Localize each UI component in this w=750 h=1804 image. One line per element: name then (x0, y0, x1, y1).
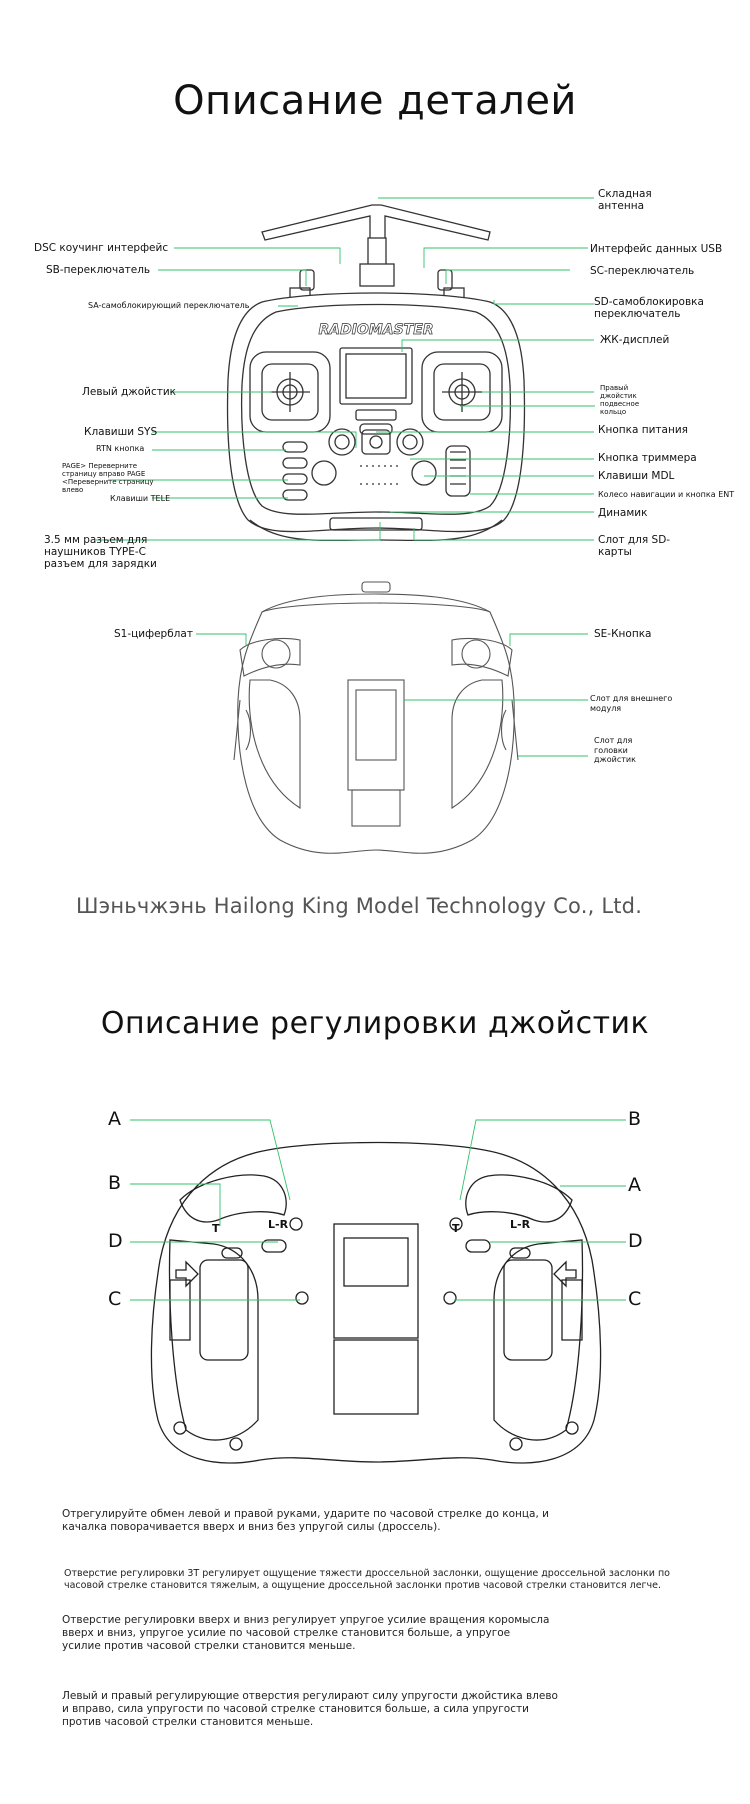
letter-a-right: A (628, 1174, 641, 1196)
label-mdl: Клавиши MDL (598, 470, 675, 482)
label-gimbal-slot: Слот для головки джойстик (594, 736, 636, 764)
label-right-stick: Правый джойстик подвесное кольцо (600, 384, 640, 416)
letter-b-left: B (108, 1172, 122, 1194)
label-power: Кнопка питания (598, 424, 688, 436)
letter-c-left: C (108, 1288, 122, 1310)
page-title: Описание деталей (173, 78, 577, 124)
label-speaker: Динамик (598, 507, 648, 519)
mark-lr-left: L-R (268, 1218, 289, 1231)
label-tele: Клавиши TELE (110, 494, 171, 503)
device-brand: RADIOMASTER (318, 322, 433, 338)
label-antenna: Складная антенна (598, 188, 652, 212)
mark-t-right: T (452, 1222, 460, 1235)
paragraph-2: Отверстие регулировки 3Т регулирует ощущ… (64, 1568, 670, 1591)
label-ext-module: Слот для внешнего модуля (590, 694, 673, 713)
letter-d-right: D (628, 1230, 643, 1252)
label-trim: Кнопка триммера (598, 452, 697, 464)
label-jack: 3.5 мм разъем для наушников TYPE-C разъе… (44, 534, 157, 570)
label-page: PAGE> Переверните страницу вправо PAGE <… (62, 462, 154, 494)
letter-b-right: B (628, 1108, 642, 1130)
label-sc: SC-переключатель (590, 265, 695, 277)
mark-lr-right: L-R (510, 1218, 531, 1231)
paragraph-4: Левый и правый регулирующие отверстия ре… (62, 1690, 558, 1728)
label-sd: SD-самоблокировка переключатель (594, 296, 704, 320)
company-name: Шэньчжэнь Hailong King Model Technology … (76, 894, 643, 918)
letter-c-right: C (628, 1288, 642, 1310)
label-sa: SA-самоблокирующий переключатель (88, 301, 250, 310)
letter-a-left: A (108, 1108, 121, 1130)
paragraph-1: Отрегулируйте обмен левой и правой рукам… (62, 1508, 549, 1533)
label-rtn: RTN кнопка (96, 444, 145, 453)
label-lcd: ЖК-дисплей (600, 334, 670, 346)
mark-t-left: T (212, 1222, 220, 1235)
label-usb: Интерфейс данных USB (590, 243, 723, 255)
letter-d-left: D (108, 1230, 123, 1252)
label-sd-slot: Слот для SD-карты (598, 534, 671, 558)
label-sb: SB-переключатель (46, 264, 151, 276)
label-nav: Колесо навигации и кнопка ENT (598, 490, 735, 499)
paragraph-3: Отверстие регулировки вверх и вниз регул… (62, 1614, 550, 1652)
label-se: SE-Кнопка (594, 628, 652, 640)
label-left-stick: Левый джойстик (82, 386, 177, 398)
label-dsc: DSC коучинг интерфейс (34, 242, 169, 254)
label-s1: S1-циферблат (114, 628, 193, 640)
label-sys: Клавиши SYS (84, 426, 158, 438)
section-title: Описание регулировки джойстик (100, 1006, 650, 1041)
